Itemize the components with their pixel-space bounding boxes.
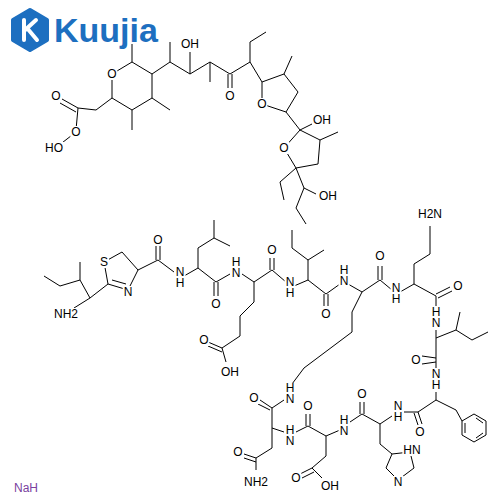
atom-label: O — [50, 90, 61, 102]
atom-label: H2N — [417, 208, 443, 220]
atom-label: H N — [285, 425, 296, 447]
atom-label: N — [123, 286, 134, 298]
bond-lines — [44, 32, 488, 480]
atom-label: O — [356, 388, 367, 400]
atom-label: OH — [220, 366, 240, 378]
atom-label: O — [266, 244, 277, 256]
atom-label: O — [414, 426, 425, 438]
atom-label: O — [278, 142, 289, 154]
atom-label: H N — [339, 415, 350, 437]
atom-label: HO — [44, 142, 64, 154]
atom-label: O — [106, 68, 117, 80]
atom-label: O — [320, 308, 331, 320]
atom-label: N — [393, 476, 404, 488]
atom-label: S — [99, 256, 109, 268]
atom-label: H N — [339, 265, 350, 287]
atom-label: H N — [431, 307, 442, 329]
atom-label: HN — [402, 444, 421, 456]
atom-label: O — [290, 472, 301, 484]
atom-label: O — [374, 250, 385, 262]
atom-label: OH — [320, 480, 340, 492]
atom-label: OH — [180, 38, 200, 50]
atom-label: O — [152, 234, 163, 246]
atom-label: O — [452, 280, 463, 292]
atom-label: H N — [231, 257, 242, 279]
watermark-logo: Kuujia — [54, 12, 158, 48]
atom-label: OH — [318, 190, 338, 202]
atom-label: OH — [312, 114, 332, 126]
atom-label: O — [70, 126, 81, 138]
atom-label: N H — [391, 283, 402, 305]
atom-label: N H — [393, 401, 404, 423]
atom-label: O — [198, 334, 209, 346]
atom-label: O — [210, 298, 221, 310]
atom-label: N H — [175, 267, 186, 289]
atom-label: O — [248, 392, 259, 404]
atom-label: NH2 — [53, 308, 79, 320]
atom-label: O — [224, 90, 235, 102]
atom-label: O — [302, 400, 313, 412]
atom-label: O — [256, 98, 267, 110]
atom-label: O — [232, 446, 243, 458]
logo-icon — [13, 10, 47, 50]
atom-label: NaH — [13, 482, 39, 494]
atom-label: N H — [431, 369, 442, 391]
atom-label: O — [410, 354, 421, 366]
atom-label: N H — [285, 277, 296, 299]
atom-label: H N — [285, 383, 296, 405]
atom-label: NH2 — [243, 476, 269, 488]
